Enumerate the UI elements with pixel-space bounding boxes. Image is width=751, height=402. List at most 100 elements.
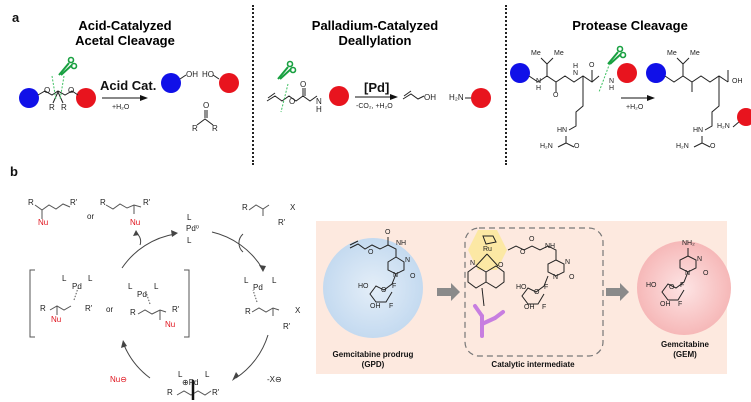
nucleophile-label: Nu⊖: [110, 375, 127, 384]
ru-highlight-hexagon: [468, 230, 507, 270]
blue-group: [510, 63, 530, 83]
cycle-arrow: [235, 334, 269, 379]
pd-label: Pd: [253, 283, 263, 292]
atom-label: X: [295, 306, 301, 315]
condition-label: +H₂O: [626, 104, 644, 111]
atom-label: N: [393, 272, 399, 279]
arrowhead: [390, 94, 398, 100]
atom-label: R: [28, 198, 34, 207]
acetal-title-line2: Acetal Cleavage: [75, 33, 175, 48]
atom-label: N: [685, 270, 691, 277]
atom-label: OH: [424, 93, 436, 102]
gem-label-line2: (GEM): [673, 350, 697, 359]
atom-label: OH: [186, 70, 198, 79]
atom-label: H₂N: [676, 143, 689, 150]
panel-a-label: a: [12, 10, 20, 25]
atom-label: H₂N: [717, 123, 730, 130]
atom-label: F: [392, 283, 397, 290]
atom-label: Me: [554, 50, 564, 57]
deallylation-title-line2: Deallylation: [338, 33, 412, 48]
atom-label: R': [172, 305, 180, 314]
red-group: [329, 86, 349, 106]
atom-label: O: [569, 274, 575, 281]
ligand-label: L: [244, 276, 249, 285]
ligand-label: L: [187, 236, 192, 245]
arrowhead: [140, 95, 148, 101]
catalytic-intermediate-structure: [467, 235, 565, 307]
atom-label: O: [574, 143, 580, 150]
gpd-structure: [349, 237, 405, 303]
atom-label: HO: [516, 284, 527, 291]
atom-label: OH: [660, 301, 671, 308]
atom-label: R': [70, 198, 78, 207]
intermediate-dashed-box: [464, 227, 604, 357]
atom-label: O: [498, 262, 504, 269]
atom-label: H: [316, 105, 322, 114]
atom-label: R: [192, 124, 198, 133]
pd-label: Pd: [137, 290, 147, 299]
scissors-icon: [277, 60, 297, 80]
atom-label: HO: [646, 282, 657, 289]
condition-label: -CO₂, +H₂O: [356, 103, 393, 110]
red-group: [76, 88, 96, 108]
atom-label: F: [680, 282, 685, 289]
cleavage-line: [51, 75, 57, 101]
nucleophile-label: Nu: [130, 218, 141, 227]
atom-label: H: [536, 85, 542, 92]
blue-group: [646, 63, 666, 83]
section-divider-2: [505, 5, 507, 165]
gem-circle: [637, 241, 731, 335]
nucleophile-label: Nu: [165, 320, 176, 329]
atom-label: N: [405, 257, 411, 264]
scissors-icon: [58, 56, 78, 76]
nucleophile-label: Nu: [38, 218, 49, 227]
atom-label: N: [565, 259, 571, 266]
atom-label: O: [381, 287, 387, 294]
atom-label: HO: [358, 283, 369, 290]
acetal-title: Acid-Catalyzed Acetal Cleavage: [40, 18, 210, 48]
atom-label: O: [520, 249, 526, 256]
atom-label: O: [300, 80, 307, 89]
cycle-arrow: [123, 344, 151, 379]
acetal-title-line1: Acid-Catalyzed: [78, 18, 172, 33]
atom-label: R: [49, 103, 55, 112]
atom-label: R': [85, 304, 93, 313]
red-group: [617, 63, 637, 83]
blue-group: [161, 73, 181, 93]
leaving-group-label: -X⊖: [267, 375, 282, 384]
panel-b-label: b: [10, 164, 18, 179]
atom-label: Me: [690, 50, 700, 57]
atom-label: R: [167, 388, 173, 397]
gpd-circle: [323, 238, 423, 338]
ketone-bonds: [196, 118, 214, 126]
atom-label: O: [669, 284, 675, 291]
atom-label: F: [542, 304, 547, 311]
red-group: [471, 88, 491, 108]
deallylation-title-line1: Palladium-Catalyzed: [311, 18, 439, 33]
nucleophile-label: Nu: [51, 315, 62, 324]
atom-label: H: [573, 63, 579, 70]
ligand-label: L: [272, 276, 277, 285]
atom-label: H₂N: [540, 143, 553, 150]
ligand-label: L: [128, 282, 133, 291]
atom-label: F: [544, 284, 549, 291]
atom-label: O: [534, 289, 540, 296]
atom-label: O: [368, 249, 374, 256]
protease-title-line1: Protease Cleavage: [572, 18, 688, 33]
section-divider-1: [252, 5, 254, 165]
atom-label: OH: [732, 78, 743, 85]
atom-label: O: [44, 86, 51, 95]
bracket-right: [184, 269, 190, 338]
atom-label: R: [245, 307, 251, 316]
gpd-label: Gemcitabine prodrug (GPD): [330, 350, 416, 370]
atom-label: N: [573, 70, 579, 77]
atom-label: O: [710, 143, 716, 150]
atom-label: N: [316, 97, 322, 106]
atom-label: O: [410, 273, 416, 280]
scissors-icon: [607, 45, 627, 65]
atom-label: N: [470, 260, 476, 267]
reagent-label: Acid Cat.: [100, 78, 157, 93]
